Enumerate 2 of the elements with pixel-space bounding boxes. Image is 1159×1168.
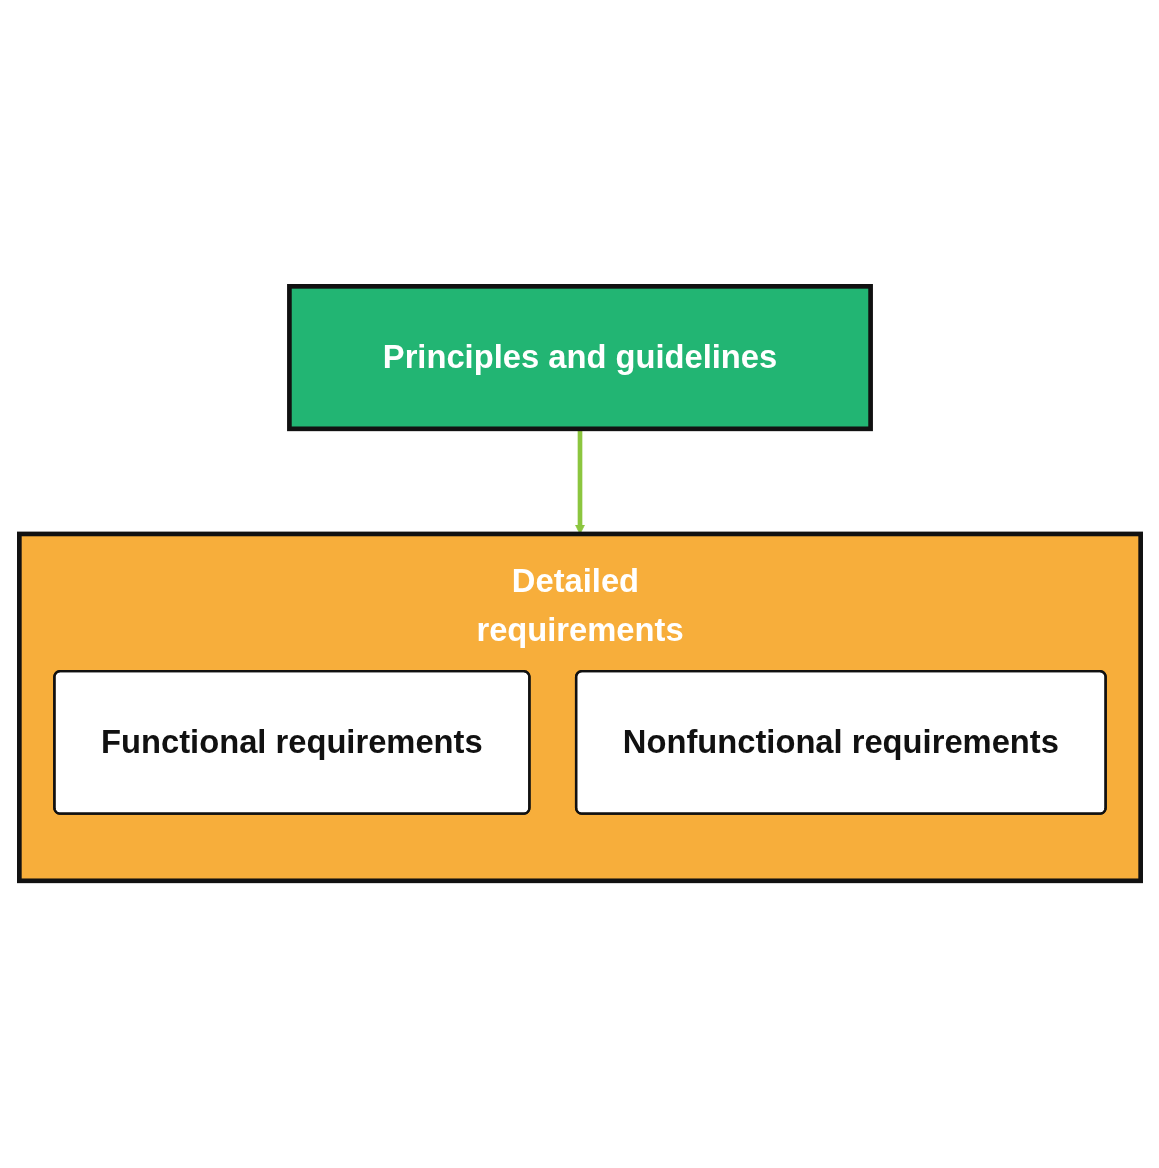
arrow bbox=[574, 429, 585, 535]
node-box: Principles and guidelines bbox=[286, 284, 873, 432]
